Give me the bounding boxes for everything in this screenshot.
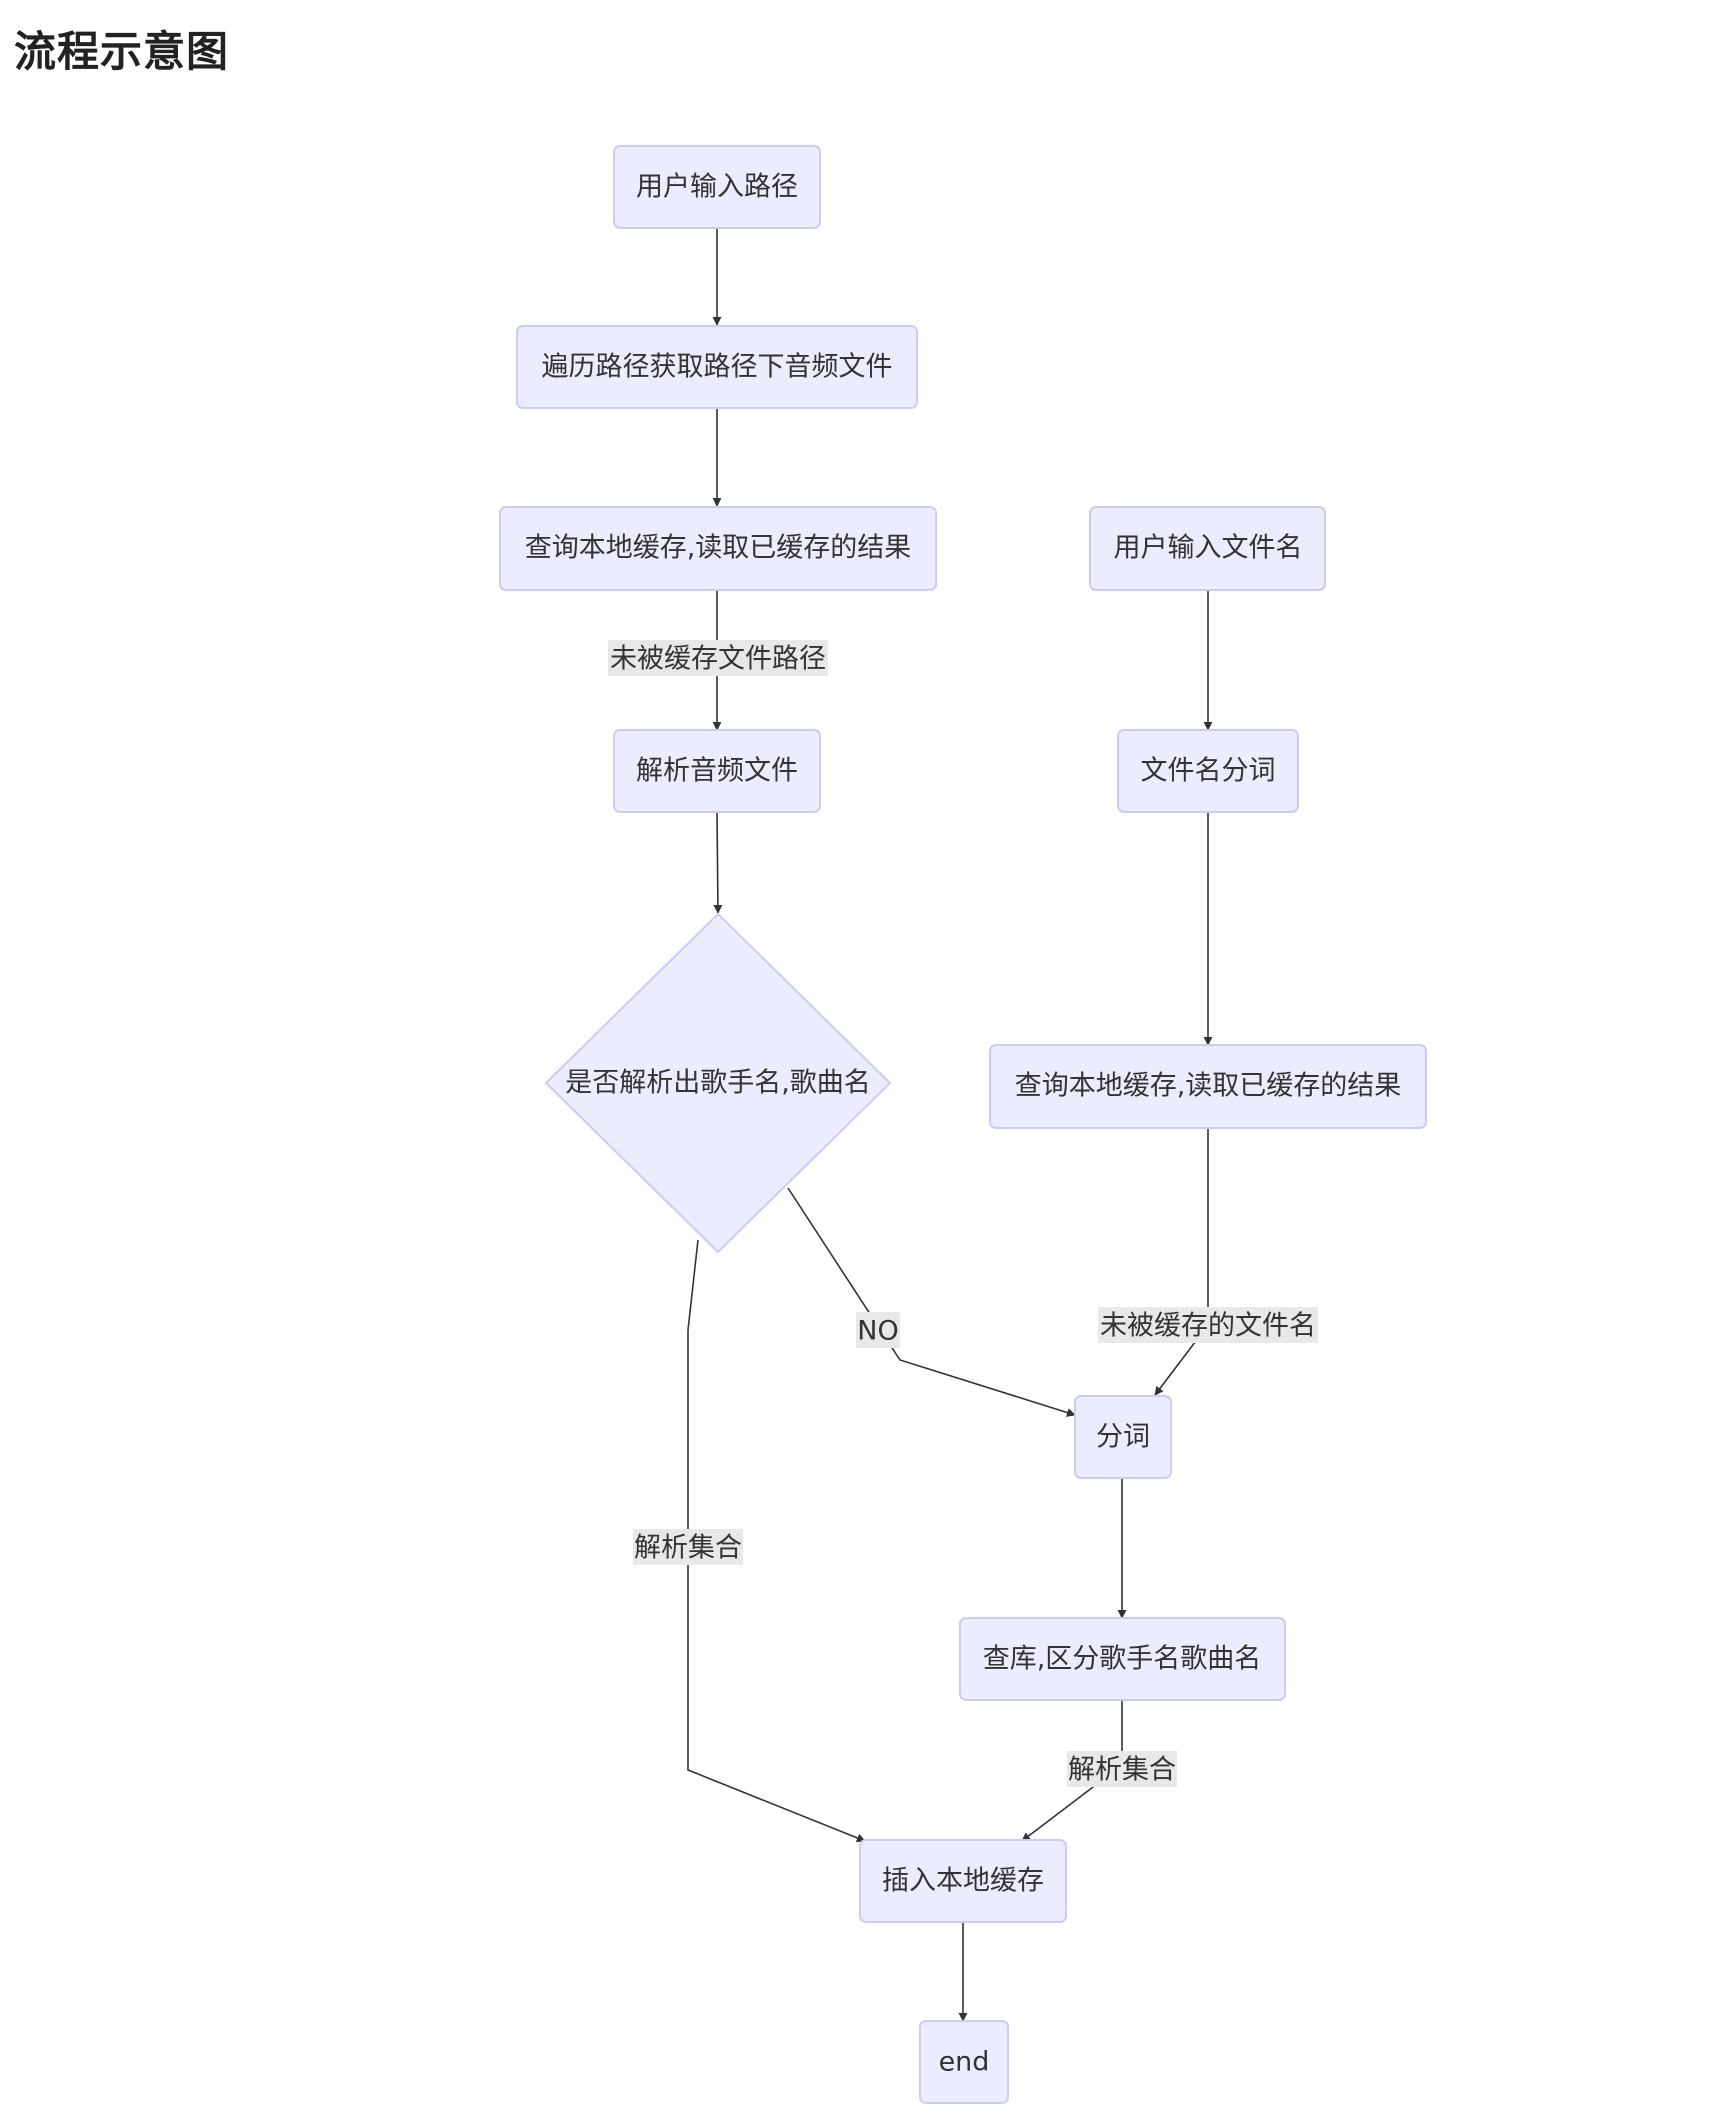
svg-text:用户输入文件名: 用户输入文件名	[1114, 533, 1303, 564]
svg-text:未被缓存文件路径: 未被缓存文件路径	[610, 644, 826, 675]
svg-text:遍历路径获取路径下音频文件: 遍历路径获取路径下音频文件	[542, 352, 893, 383]
edge-query-right-to-seg	[1154, 1128, 1209, 1396]
node-input-filename: 用户输入文件名	[1089, 506, 1326, 591]
node-filename-seg: 文件名分词	[1117, 729, 1299, 813]
edge-label-no: NO	[856, 1312, 900, 1348]
edge-label-parse-set-left: 解析集合	[633, 1529, 743, 1565]
svg-text:end: end	[939, 2047, 990, 2078]
node-traverse: 遍历路径获取路径下音频文件	[516, 325, 918, 409]
svg-text:NO: NO	[857, 1316, 898, 1347]
svg-text:插入本地缓存: 插入本地缓存	[882, 1866, 1044, 1897]
edge-decision-no-to-seg	[787, 1187, 1076, 1417]
page-title: 流程示意图	[14, 27, 230, 76]
svg-text:查询本地缓存,读取已缓存的结果: 查询本地缓存,读取已缓存的结果	[1015, 1071, 1402, 1102]
svg-text:用户输入路径: 用户输入路径	[636, 172, 798, 203]
node-insert: 插入本地缓存	[859, 1839, 1067, 1923]
node-query-cache-right: 查询本地缓存,读取已缓存的结果	[989, 1044, 1427, 1129]
edge-label-parse-set-right: 解析集合	[1067, 1751, 1177, 1787]
svg-text:查库,区分歌手名歌曲名: 查库,区分歌手名歌曲名	[983, 1644, 1262, 1675]
node-query-cache-left: 查询本地缓存,读取已缓存的结果	[499, 506, 937, 591]
node-lookup: 查库,区分歌手名歌曲名	[959, 1617, 1286, 1701]
svg-text:查询本地缓存,读取已缓存的结果: 查询本地缓存,读取已缓存的结果	[525, 533, 912, 564]
svg-text:是否解析出歌手名,歌曲名: 是否解析出歌手名,歌曲名	[565, 1068, 871, 1099]
node-decision: 是否解析出歌手名,歌曲名	[544, 912, 892, 1254]
node-end: end	[919, 2020, 1009, 2104]
node-input-path: 用户输入路径	[613, 145, 821, 229]
svg-text:解析集合: 解析集合	[1068, 1755, 1176, 1786]
svg-text:解析集合: 解析集合	[634, 1533, 742, 1564]
svg-text:文件名分词: 文件名分词	[1141, 756, 1276, 787]
node-parse-audio: 解析音频文件	[613, 729, 821, 813]
svg-text:未被缓存的文件名: 未被缓存的文件名	[1100, 1311, 1316, 1342]
edge-labels: 未被缓存文件路径 NO 未被缓存的文件名 解析集合 解析集合	[608, 640, 1318, 1787]
node-seg: 分词	[1074, 1395, 1172, 1479]
edge-parse-to-decision	[713, 811, 723, 914]
nodes: 用户输入路径 遍历路径获取路径下音频文件 查询本地缓存,读取已缓存的结果 用户输…	[499, 145, 1427, 2104]
edge-label-uncached-paths: 未被缓存文件路径	[608, 640, 828, 676]
edge-label-uncached-names: 未被缓存的文件名	[1098, 1307, 1318, 1343]
svg-text:解析音频文件: 解析音频文件	[636, 756, 798, 787]
svg-text:分词: 分词	[1096, 1422, 1150, 1453]
